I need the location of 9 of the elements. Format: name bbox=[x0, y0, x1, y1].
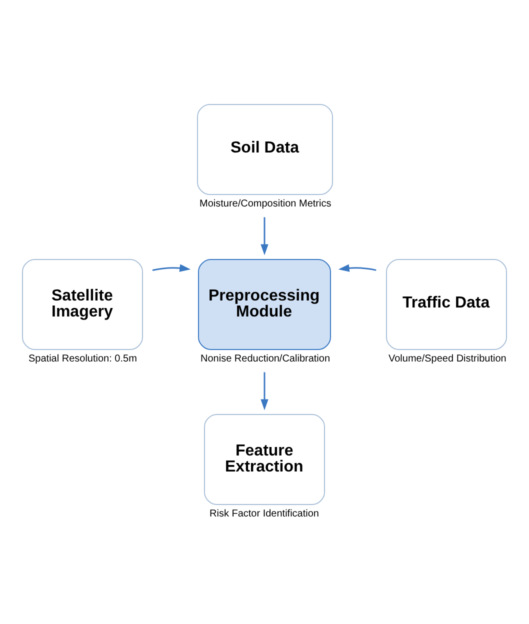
arrow bbox=[260, 216, 268, 255]
arrow bbox=[260, 372, 268, 410]
node-label: Spatial Resolution: 0.5m bbox=[28, 353, 137, 364]
node-label: Moisture/Composition Metrics bbox=[200, 198, 332, 209]
arrow bbox=[338, 264, 376, 272]
node-label: Volume/Speed Distribution bbox=[388, 353, 506, 364]
node-label: Nonise Reduction/Calibration bbox=[200, 353, 330, 364]
node-label: Risk Factor Identification bbox=[210, 508, 319, 519]
arrow bbox=[152, 264, 191, 272]
